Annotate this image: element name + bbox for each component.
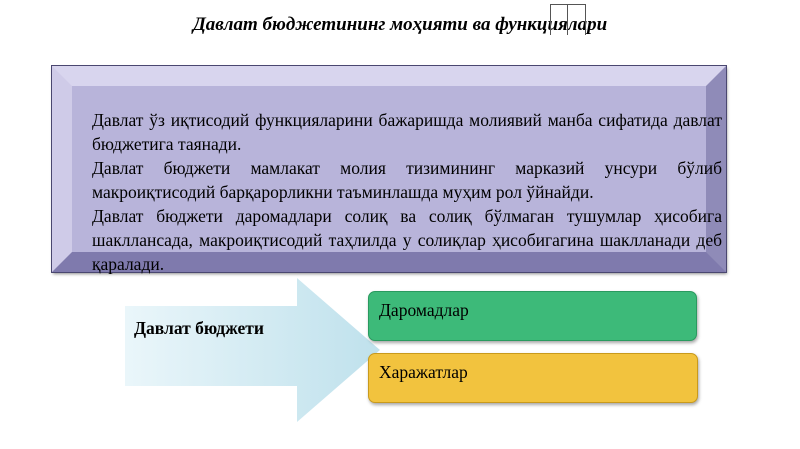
placeholder-frame-icon (550, 4, 586, 35)
budget-arrow (125, 278, 380, 422)
income-box: Даромадлар (368, 291, 697, 341)
expense-box: Харажатлар (368, 353, 698, 403)
definition-text: Давлат ўз иқтисодий функцияларини бажари… (92, 108, 722, 276)
paragraph-3: Давлат бюджети даромадлари солиқ ва соли… (92, 206, 722, 274)
paragraph-1: Давлат ўз иқтисодий функцияларини бажари… (92, 110, 722, 154)
slide-title: Давлат бюджетининг моҳияти ва функциялар… (192, 14, 608, 35)
arrow-label: Давлат бюджети (134, 318, 264, 338)
definition-panel: Давлат ўз иқтисодий функцияларини бажари… (51, 65, 727, 274)
paragraph-2: Давлат бюджети мамлакат молия тизимининг… (92, 158, 722, 202)
